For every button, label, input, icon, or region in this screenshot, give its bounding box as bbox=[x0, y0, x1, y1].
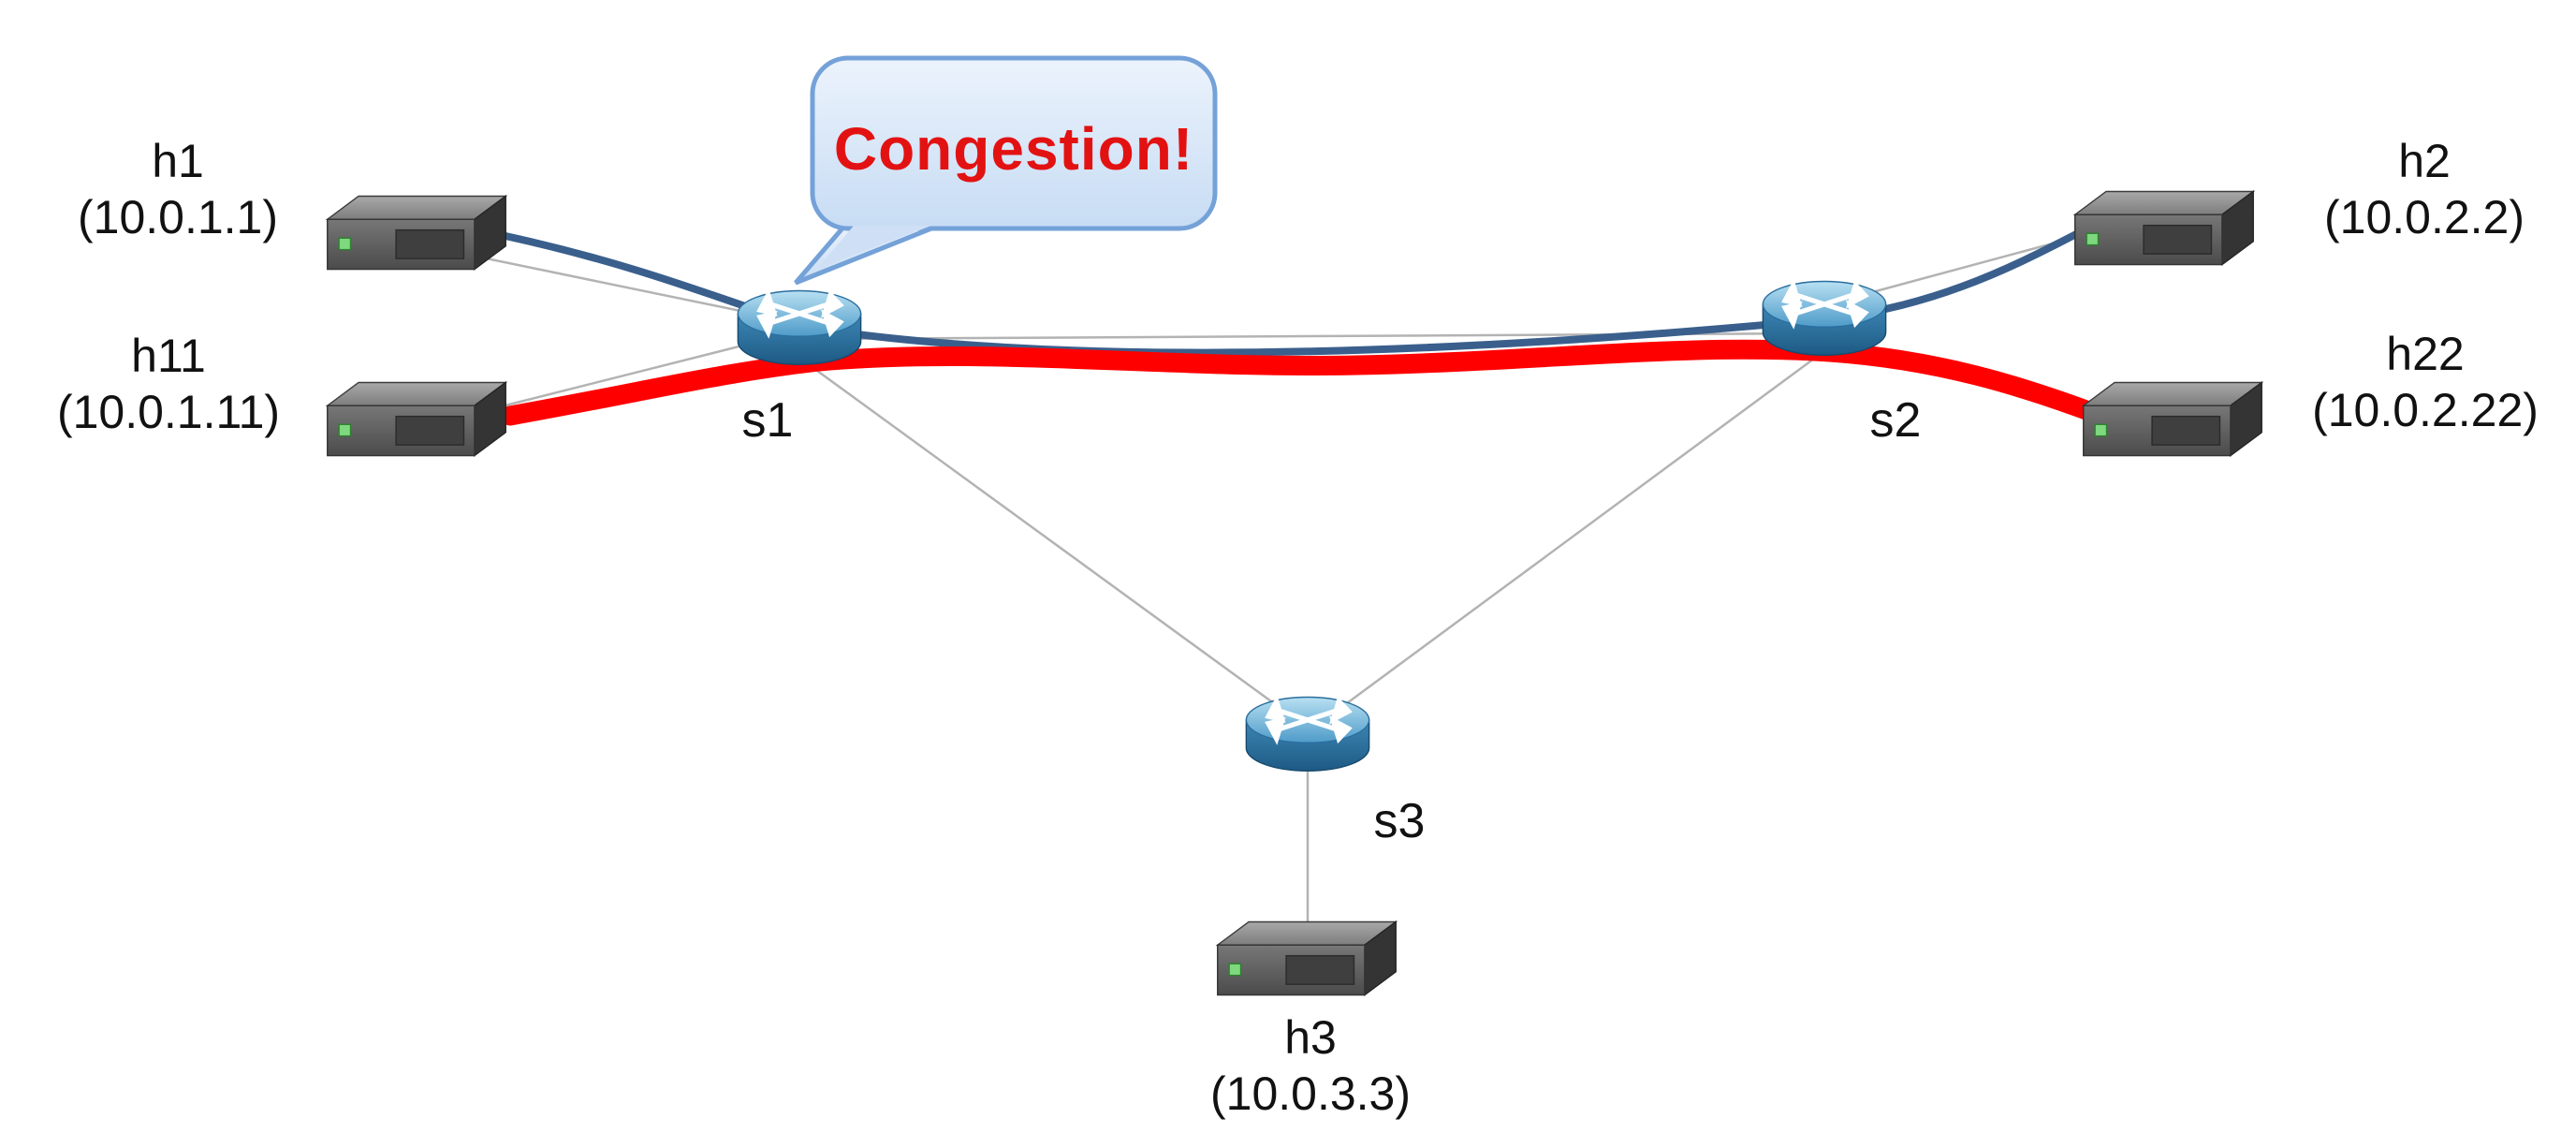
router-icon bbox=[1762, 278, 1887, 356]
host-h22 bbox=[2079, 376, 2266, 463]
server-led bbox=[338, 423, 352, 437]
server-led bbox=[338, 237, 352, 251]
host-ip: (10.0.2.2) bbox=[2323, 191, 2525, 243]
label-s1: s1 bbox=[697, 391, 838, 449]
server-led bbox=[2086, 232, 2100, 246]
server-icon bbox=[1215, 920, 1398, 996]
label-s3: s3 bbox=[1325, 792, 1474, 850]
host-ip: (10.0.2.22) bbox=[2312, 384, 2539, 436]
server-led bbox=[2094, 423, 2108, 437]
server-icon bbox=[2072, 190, 2256, 266]
switch-s1 bbox=[729, 275, 870, 376]
label-h22: h22 (10.0.2.22) bbox=[2275, 326, 2576, 438]
host-ip: (10.0.1.1) bbox=[77, 191, 278, 243]
label-h1: h1 (10.0.1.1) bbox=[37, 133, 318, 245]
flow-path-blue bbox=[502, 230, 2080, 357]
host-name: h11 bbox=[131, 330, 206, 382]
label-h11: h11 (10.0.1.11) bbox=[19, 328, 318, 440]
congestion-callout-text: Congestion! bbox=[833, 115, 1194, 183]
switch-s2 bbox=[1754, 266, 1895, 367]
switch-name: s1 bbox=[741, 393, 794, 448]
host-name: h1 bbox=[152, 135, 204, 187]
server-led bbox=[1228, 963, 1242, 977]
flow-path-red-congested bbox=[500, 339, 2112, 426]
router-icon bbox=[737, 287, 862, 365]
switch-name: s2 bbox=[1869, 393, 1922, 448]
label-h3: h3 (10.0.3.3) bbox=[1161, 1009, 1460, 1122]
server-icon bbox=[325, 195, 508, 271]
label-h2: h2 (10.0.2.2) bbox=[2284, 133, 2565, 245]
label-s2: s2 bbox=[1825, 391, 1966, 449]
host-h2 bbox=[2071, 185, 2258, 272]
host-ip: (10.0.3.3) bbox=[1209, 1067, 1411, 1120]
host-name: h3 bbox=[1284, 1011, 1337, 1064]
host-h3 bbox=[1213, 916, 1400, 1002]
host-name: h22 bbox=[2386, 328, 2465, 380]
server-icon bbox=[2081, 381, 2264, 457]
switch-s3 bbox=[1237, 682, 1378, 783]
host-name: h2 bbox=[2398, 135, 2451, 187]
router-icon bbox=[1245, 694, 1370, 772]
link-s1-s3 bbox=[802, 359, 1293, 718]
switch-name: s3 bbox=[1373, 794, 1426, 848]
link-s2-s3 bbox=[1328, 354, 1819, 718]
server-icon bbox=[325, 381, 508, 457]
host-ip: (10.0.1.11) bbox=[56, 386, 281, 438]
host-h11 bbox=[323, 376, 510, 463]
host-h1 bbox=[323, 190, 510, 276]
